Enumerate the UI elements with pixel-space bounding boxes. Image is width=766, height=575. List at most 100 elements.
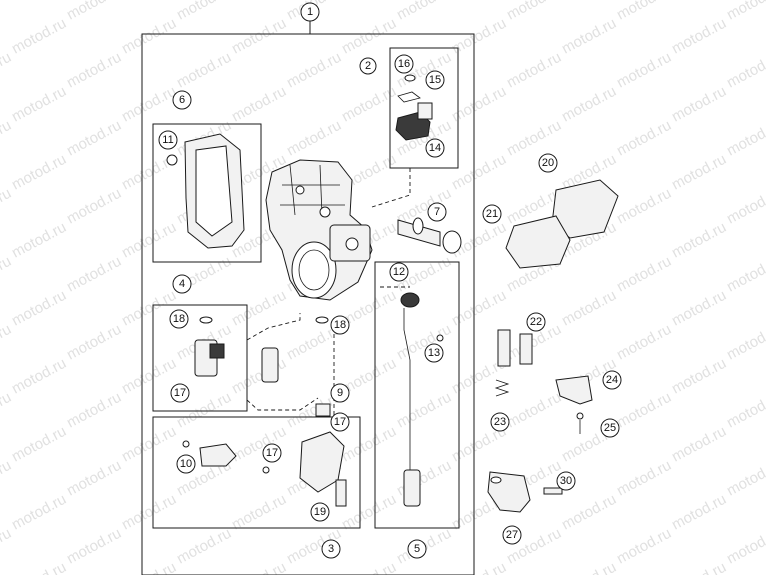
svg-text:1: 1 [307,6,313,18]
watermark-text: motod.ru [229,355,289,398]
svg-text:18: 18 [334,319,346,331]
watermark-text: motod.ru [284,49,344,92]
watermark-text: motod.ru [614,185,674,228]
watermark-text: motod.ru [724,389,766,432]
part-callouts: 1 2 16 15 14 6 11 7 20 21 12 4 18 18 22 … [158,2,622,559]
watermark-text: motod.ru [339,559,399,575]
watermark-text: motod.ru [9,83,69,126]
watermark-text: motod.ru [669,83,729,126]
svg-text:19: 19 [314,506,326,518]
watermark-text: motod.ru [394,321,454,364]
watermark-text: motod.ru [9,15,69,58]
svg-text:14: 14 [429,142,441,154]
watermark-text: motod.ru [9,219,69,262]
watermark-text: motod.ru [119,559,179,575]
watermark-text: motod.ru [669,355,729,398]
watermark-text: motod.ru [724,457,766,500]
watermark-text: motod.ru [614,389,674,432]
watermark-text: motod.ru [449,287,509,330]
callout-22: 22 [526,312,546,332]
watermark-text: motod.ru [724,117,766,160]
svg-text:4: 4 [179,278,185,290]
watermark-text: motod.ru [724,185,766,228]
svg-text:23: 23 [494,416,506,428]
part-22-spring [494,329,533,397]
callout-23: 23 [490,412,510,432]
watermark-text: motod.ru [724,525,766,568]
watermark-text: motod.ru [0,185,14,228]
svg-text:21: 21 [486,208,498,220]
watermark-text: motod.ru [559,559,619,575]
svg-text:3: 3 [328,543,334,555]
callout-18-a: 18 [169,309,189,329]
watermark-text: motod.ru [229,15,289,58]
dashed-leaders [246,168,411,417]
part-10-connector [182,440,270,474]
svg-text:12: 12 [393,266,405,278]
svg-text:17: 17 [174,387,186,399]
svg-text:20: 20 [542,157,554,169]
watermark-text: motod.ru [119,423,179,466]
callout-7: 7 [427,202,447,222]
watermark-text: motod.ru [724,321,766,364]
watermark-text: motod.ru [669,423,729,466]
watermark-text: motod.ru [229,423,289,466]
svg-text:9: 9 [337,387,343,399]
watermark-text: motod.ru [9,423,69,466]
callout-9: 9 [330,383,350,403]
part-14-sensor [395,74,433,141]
watermark-text: motod.ru [9,287,69,330]
watermark-text: motod.ru [64,253,124,296]
part-7-shaft [397,217,462,254]
svg-text:25: 25 [604,422,616,434]
callout-27: 27 [502,525,522,545]
watermark-text: motod.ru [614,525,674,568]
watermark-text: motod.ru [119,287,179,330]
watermark-text: motod.ru [669,559,729,575]
watermark-text: motod.ru [119,491,179,534]
watermark-text: motod.ru [119,83,179,126]
watermark-text: motod.ru [724,49,766,92]
callout-1: 1 [300,2,320,22]
svg-text:15: 15 [429,74,441,86]
callout-15: 15 [425,70,445,90]
watermark-text: motod.ru [394,457,454,500]
watermark-text: motod.ru [0,321,14,364]
watermark-text: motod.ru [119,219,179,262]
watermark-text: motod.ru [119,355,179,398]
watermark-text: motod.ru [64,525,124,568]
watermark-text: motod.ru [504,117,564,160]
watermark-text: motod.ru [559,15,619,58]
watermark-text: motod.ru [504,49,564,92]
callout-3: 3 [321,539,341,559]
assembly-frames [141,10,475,575]
callout-24: 24 [602,370,622,390]
svg-text:18: 18 [173,313,185,325]
svg-text:22: 22 [530,316,542,328]
callout-6: 6 [172,90,192,110]
watermark-text: motod.ru [0,457,14,500]
watermark-text: motod.ru [669,151,729,194]
callout-14: 14 [425,138,445,158]
callout-13: 13 [424,343,444,363]
callout-21: 21 [482,204,502,224]
watermark-text: motod.ru [394,389,454,432]
watermark-text: motod.ru [9,151,69,194]
watermark-text: motod.ru [9,491,69,534]
watermark-text: motod.ru [614,49,674,92]
watermark-text: motod.ru [339,491,399,534]
watermark-text: motod.ru [284,117,344,160]
callout-30: 30 [556,471,576,491]
callout-19: 19 [310,502,330,522]
watermark-text: motod.ru [559,83,619,126]
callout-18-b: 18 [330,315,350,335]
part-11-cover [166,133,245,249]
watermark-text: motod.ru [64,185,124,228]
callout-10: 10 [176,454,196,474]
watermark-text: motod.ru [614,117,674,160]
watermark-text: motod.ru [119,15,179,58]
svg-text:5: 5 [414,543,420,555]
watermark-text: motod.ru [229,559,289,575]
